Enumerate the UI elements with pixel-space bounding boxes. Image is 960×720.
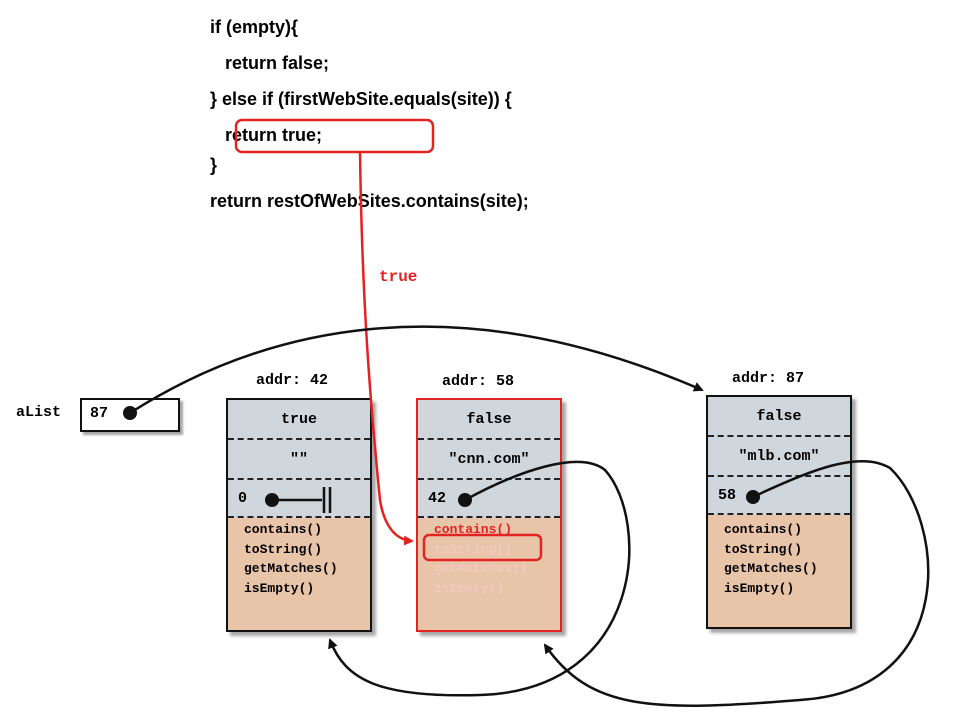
node-methods: contains() toString() getMatches() isEmp… (724, 520, 818, 598)
code-line-5: } (210, 155, 218, 175)
method-tostring[interactable]: toString() (434, 541, 513, 557)
method-getmatches[interactable]: getMatches() (434, 561, 528, 576)
method-contains[interactable]: contains() (434, 522, 513, 537)
next-pointer-arrow-58 (328, 460, 631, 697)
variable-name: aList (16, 404, 62, 421)
code-line-6: return restOfWebSites.contains(site); (210, 191, 529, 211)
node-site-field: "mlb.com" (708, 437, 850, 477)
list-node-58: false "cnn.com" 42 contains() toString()… (416, 398, 562, 632)
method-tostring[interactable]: toString() (724, 541, 803, 557)
code-line-4: return true; (210, 125, 323, 145)
node-empty-field: false (418, 400, 560, 440)
node-site-value: "cnn.com" (448, 450, 530, 468)
return-arrow (358, 151, 414, 546)
node-next-value: 58 (718, 486, 737, 504)
variable-value: 87 (90, 405, 109, 422)
method-contains[interactable]: contains() (724, 522, 803, 537)
node-site-value: "" (289, 450, 308, 468)
method-tostring[interactable]: toString() (244, 541, 323, 557)
node-next-value: 0 (238, 489, 248, 507)
node-empty-value: false (466, 410, 512, 428)
node-site-field: "cnn.com" (418, 440, 560, 480)
code-line-3: } else if (firstWebSite.equals(site)) { (210, 89, 512, 109)
node-site-value: "mlb.com" (738, 447, 820, 465)
method-isempty[interactable]: isEmpty() (724, 580, 795, 596)
node-site-field: "" (228, 440, 370, 480)
code-line-2: return false; (210, 53, 330, 73)
alist-pointer-arrow (129, 325, 704, 415)
node-empty-value: true (280, 410, 317, 428)
node-next-field: 58 (708, 477, 850, 515)
list-node-87: false "mlb.com" 58 contains() toString()… (706, 395, 852, 629)
method-getmatches[interactable]: getMatches() (724, 561, 818, 576)
node-addr-87: addr: 87 (732, 370, 805, 387)
return-value-label: true (379, 268, 418, 286)
method-contains[interactable]: contains() (244, 522, 323, 537)
node-addr-58: addr: 58 (442, 373, 515, 390)
code-line-1: if (empty){ (210, 17, 299, 37)
contains-highlight (422, 533, 543, 562)
method-isempty[interactable]: isEmpty() (434, 580, 505, 596)
return-true-highlight (234, 118, 435, 154)
node-methods: contains() toString() getMatches() isEmp… (244, 520, 338, 598)
node-next-value: 42 (428, 489, 447, 507)
node-methods: contains() toString() getMatches() isEmp… (434, 520, 528, 598)
node-addr-42: addr: 42 (256, 372, 329, 389)
node-empty-field: true (228, 400, 370, 440)
node-empty-value: false (756, 407, 802, 425)
node-empty-field: false (708, 397, 850, 437)
method-isempty[interactable]: isEmpty() (244, 580, 315, 596)
next-pointer-arrow-87 (543, 459, 930, 707)
method-getmatches[interactable]: getMatches() (244, 561, 338, 576)
